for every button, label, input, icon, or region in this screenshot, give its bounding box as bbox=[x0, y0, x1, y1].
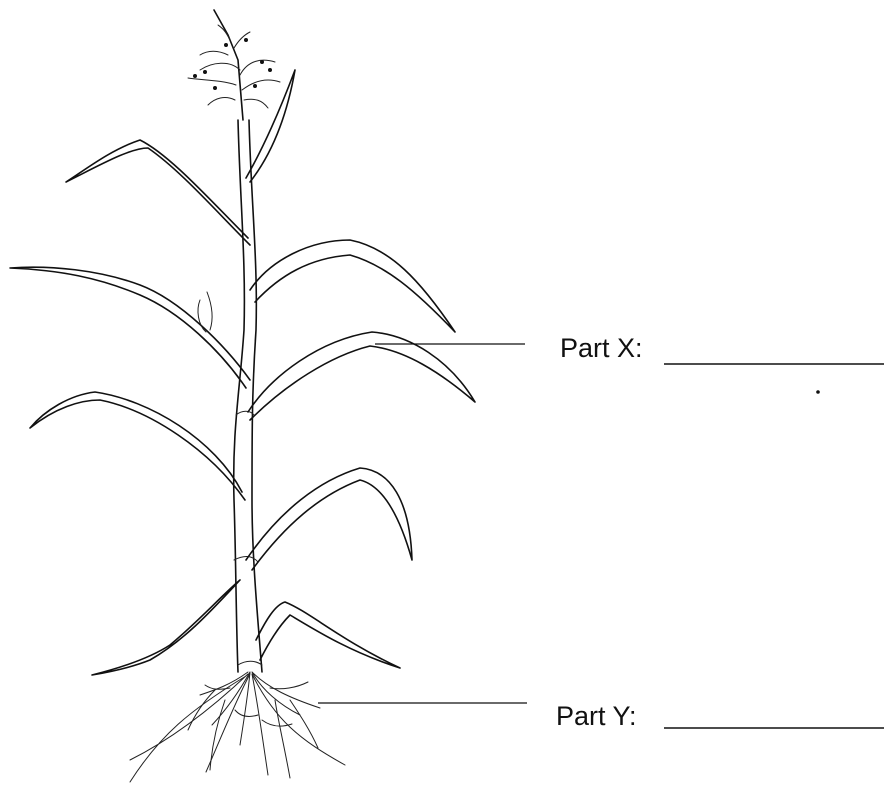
leaves bbox=[10, 70, 475, 675]
stalk bbox=[234, 120, 262, 672]
part-x-label: Part X: bbox=[560, 333, 643, 364]
stray-dot bbox=[816, 390, 820, 394]
tassel bbox=[188, 10, 280, 120]
part-y-label: Part Y: bbox=[556, 701, 637, 732]
roots bbox=[130, 672, 345, 782]
